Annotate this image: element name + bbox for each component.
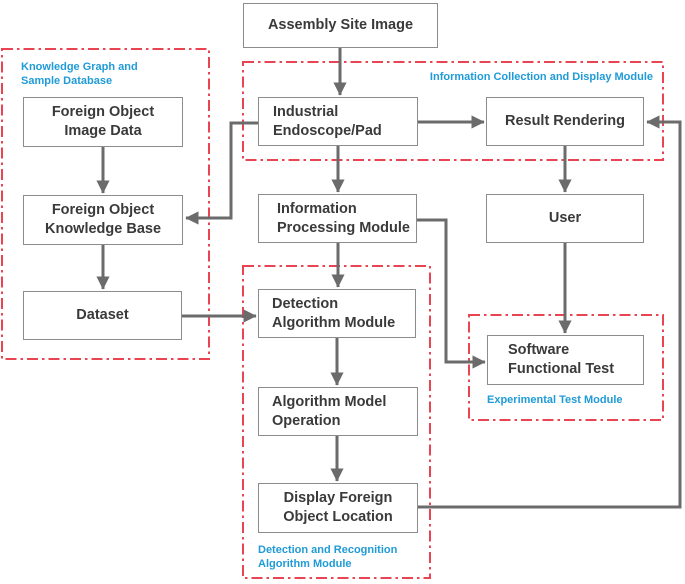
region-knowledge-border bbox=[1, 48, 210, 360]
node-software-functional-test: Software Functional Test bbox=[487, 335, 644, 385]
node-label-line: Display Foreign bbox=[283, 490, 393, 506]
node-label-line: Processing Module bbox=[277, 219, 410, 236]
node-assembly-site-image: Assembly Site Image bbox=[243, 3, 438, 48]
node-label-line: Industrial bbox=[273, 103, 339, 120]
region-label-line: Information Collection and Display Modul… bbox=[429, 71, 653, 83]
region-label-info-collection: Information Collection and Display Modul… bbox=[398, 70, 653, 84]
node-label-line: Information bbox=[277, 200, 357, 217]
node-display-foreign-object-location: Display Foreign Object Location bbox=[258, 483, 418, 533]
node-user: User bbox=[486, 194, 644, 243]
node-label-line: Knowledge Base bbox=[44, 221, 162, 237]
region-label-line: Experimental Test Module bbox=[487, 394, 623, 406]
node-label: Dataset bbox=[76, 307, 129, 323]
node-algorithm-model-operation: Algorithm Model Operation bbox=[258, 387, 418, 436]
region-label-line: Algorithm Module bbox=[258, 558, 352, 570]
node-label-line: Software bbox=[508, 342, 570, 358]
arrow-info-processing-to-software-test bbox=[417, 218, 486, 369]
node-label-line: Detection bbox=[272, 295, 339, 312]
node-label: Result Rendering bbox=[504, 113, 626, 129]
node-label-line: Object Location bbox=[283, 509, 393, 525]
region-label-line: Detection and Recognition bbox=[258, 544, 398, 556]
node-label-line: Operation bbox=[272, 412, 341, 429]
node-label: Assembly Site Image bbox=[267, 17, 414, 33]
region-info-collection-border bbox=[242, 61, 664, 161]
node-foreign-object-image-data: Foreign Object Image Data bbox=[23, 97, 183, 147]
node-foreign-object-knowledge-base: Foreign Object Knowledge Base bbox=[23, 195, 183, 245]
node-detection-algorithm-module: Detection Algorithm Module bbox=[258, 289, 416, 338]
node-label-line: Algorithm Module bbox=[272, 314, 396, 331]
node-industrial-endoscope-pad: Industrial Endoscope/Pad bbox=[258, 97, 418, 146]
arrows bbox=[96, 48, 682, 509]
region-label-line: Knowledge Graph and bbox=[21, 61, 138, 73]
node-result-rendering: Result Rendering bbox=[486, 97, 644, 146]
node-information-processing-module: Information Processing Module bbox=[258, 194, 417, 243]
node-label-line: Algorithm Model bbox=[272, 393, 387, 410]
node-label-line: Functional Test bbox=[508, 361, 615, 377]
region-label-experimental-test: Experimental Test Module bbox=[487, 393, 623, 407]
node-label-line: Endoscope/Pad bbox=[273, 122, 382, 139]
region-label-detection-recognition: Detection and Recognition Algorithm Modu… bbox=[258, 543, 397, 571]
arrow-display-location-to-result-rendering bbox=[418, 115, 682, 509]
region-label-line: Sample Database bbox=[21, 75, 113, 87]
node-label: User bbox=[548, 210, 582, 226]
arrow-endoscope-to-knowledge-base bbox=[185, 121, 258, 225]
node-label-line: Foreign Object bbox=[51, 104, 155, 120]
node-label-line: Foreign Object bbox=[51, 202, 155, 218]
node-label-line: Image Data bbox=[64, 123, 142, 139]
region-label-knowledge-graph: Knowledge Graph and Sample Database bbox=[21, 60, 138, 88]
node-dataset: Dataset bbox=[23, 291, 182, 340]
